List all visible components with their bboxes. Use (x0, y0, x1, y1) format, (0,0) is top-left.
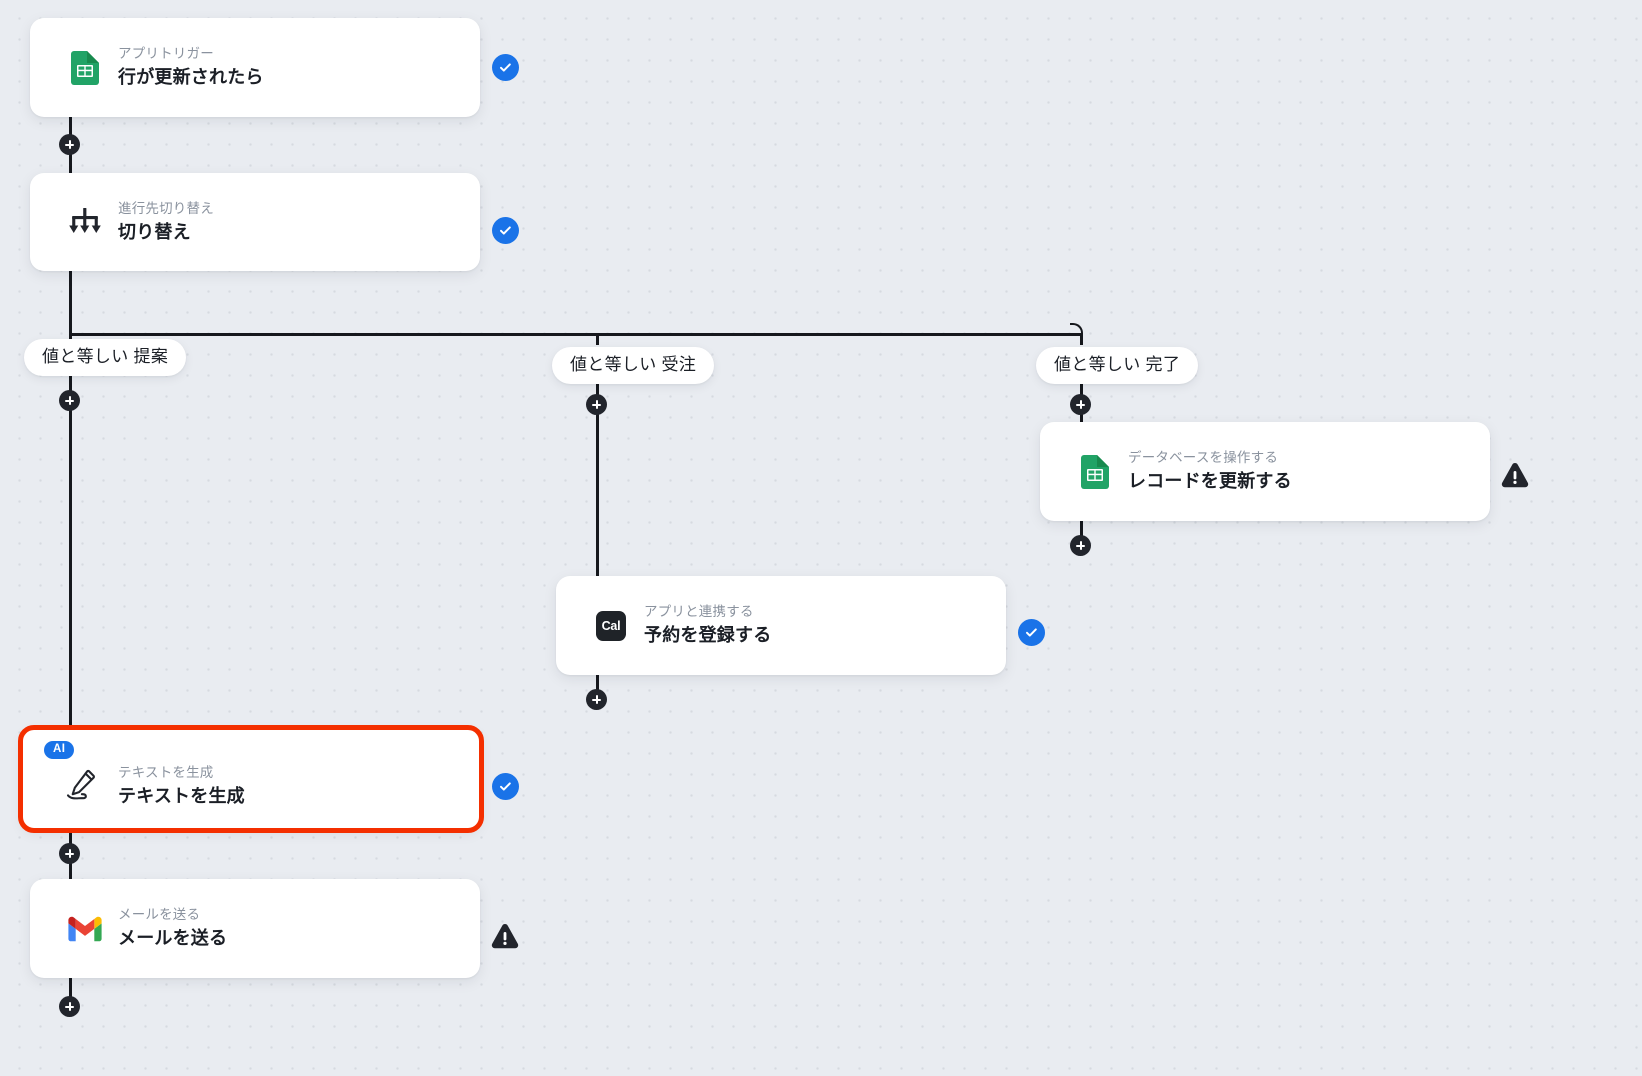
warning-icon (1501, 463, 1529, 488)
add-node-button-branch-order[interactable] (586, 394, 607, 415)
node-subtitle: メールを送る (118, 907, 201, 923)
status-badge-check-trigger[interactable] (492, 54, 519, 81)
node-card-update-record[interactable]: データベースを操作する レコードを更新する (1040, 422, 1490, 521)
node-title: 切り替え (118, 221, 191, 242)
ai-badge: AI (44, 741, 75, 759)
status-badge-warning-send-mail[interactable] (490, 923, 520, 951)
check-icon (500, 63, 511, 72)
add-node-button-branch-done[interactable] (1070, 394, 1091, 415)
edge-branch-done-drop (1080, 336, 1083, 345)
check-icon (500, 782, 511, 791)
edge-branch-order-drop (596, 333, 599, 345)
edge-bus-corner-done (1070, 323, 1083, 337)
node-card-trigger-sheets[interactable]: アプリトリガー 行が更新されたら (30, 18, 480, 117)
check-icon (500, 226, 511, 235)
node-title: 予約を登録する (644, 625, 772, 646)
add-node-button-after-trigger[interactable] (59, 134, 80, 155)
node-title: 行が更新されたら (118, 67, 264, 88)
node-card-switch[interactable]: 進行先切り替え 切り替え (30, 173, 480, 271)
node-text-send-mail: メールを送る メールを送る (118, 907, 228, 949)
google-sheets-icon (68, 50, 102, 85)
status-badge-check-switch[interactable] (492, 217, 519, 244)
edge-branch-bus (69, 333, 1083, 336)
node-card-generate-text[interactable]: AI テキストを生成 テキストを生成 (18, 725, 484, 833)
edge-send-mail-to-end (69, 978, 72, 1008)
node-title: テキストを生成 (118, 785, 245, 806)
branch-label-done[interactable]: 値と等しい 完了 (1036, 347, 1199, 384)
node-text-generate-text: テキストを生成 テキストを生成 (118, 764, 245, 807)
node-card-send-mail[interactable]: メールを送る メールを送る (30, 879, 480, 978)
add-node-button-after-cal-booking[interactable] (586, 689, 607, 710)
status-badge-check-cal-booking[interactable] (1018, 619, 1045, 646)
add-node-button-after-update-record[interactable] (1070, 535, 1091, 556)
branch-label-proposal[interactable]: 値と等しい 提案 (24, 339, 187, 376)
node-subtitle: アプリトリガー (118, 46, 214, 62)
node-title: レコードを更新する (1128, 471, 1292, 492)
branch-label-order[interactable]: 値と等しい 受注 (552, 347, 715, 384)
node-subtitle: テキストを生成 (118, 764, 214, 780)
node-text-cal-booking: アプリと連携する 予約を登録する (644, 604, 772, 646)
node-text-update-record: データベースを操作する レコードを更新する (1128, 450, 1292, 492)
status-badge-check-generate-text[interactable] (492, 773, 519, 800)
gmail-icon (68, 912, 102, 946)
cal-icon: Cal (594, 609, 628, 643)
warning-icon (491, 924, 519, 949)
edge-order-to-cal (596, 382, 599, 576)
edge-proposal-to-generate-text (69, 373, 72, 729)
google-sheets-icon (1078, 454, 1112, 489)
node-text-switch: 進行先切り替え 切り替え (118, 200, 214, 243)
add-node-button-branch-proposal[interactable] (59, 390, 80, 411)
node-subtitle: アプリと連携する (644, 604, 754, 620)
node-subtitle: 進行先切り替え (118, 200, 214, 216)
status-badge-warning-update-record[interactable] (1500, 462, 1530, 490)
node-title: メールを送る (118, 928, 228, 949)
add-node-button-after-send-mail[interactable] (59, 996, 80, 1017)
branch-switch-icon (68, 205, 102, 239)
edge-switch-to-bus (69, 271, 72, 335)
node-text-trigger-sheets: アプリトリガー 行が更新されたら (118, 46, 264, 88)
node-subtitle: データベースを操作する (1128, 450, 1279, 466)
node-card-cal-booking[interactable]: Cal アプリと連携する 予約を登録する (556, 576, 1006, 675)
check-icon (1026, 628, 1037, 637)
add-node-button-after-generate-text[interactable] (59, 843, 80, 864)
ai-pencil-icon (66, 768, 100, 802)
cal-logo-text: Cal (596, 610, 626, 641)
